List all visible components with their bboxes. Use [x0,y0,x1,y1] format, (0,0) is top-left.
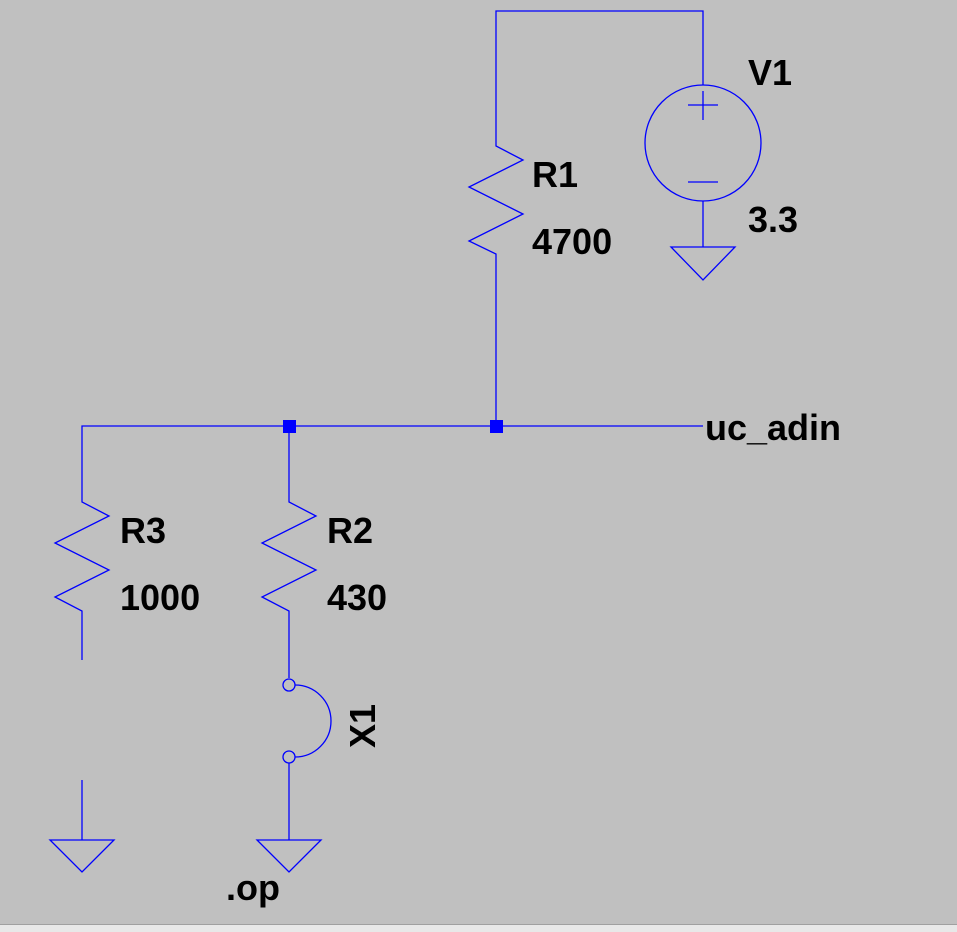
junction-dot-r1 [490,420,503,433]
r1-value-label: 4700 [532,221,612,262]
resistor-r1[interactable] [467,130,525,262]
r3-value-label: 1000 [120,577,200,618]
r3-name-label: R3 [120,510,166,551]
r1-name-label: R1 [532,154,578,195]
resistor-r3[interactable] [53,498,111,660]
voltage-source-v1[interactable] [644,84,762,247]
x1-name-label: X1 [342,704,383,748]
ground-symbol-r3 [48,780,116,873]
resistor-r2[interactable] [260,426,318,678]
window-bottom-edge [0,924,957,932]
r2-name-label: R2 [327,510,373,551]
directive-op-label[interactable]: .op [226,867,280,908]
jumper-x1[interactable] [282,678,332,840]
wire-main-bus[interactable] [81,425,703,498]
v1-name-label: V1 [748,52,792,93]
ground-symbol-v1 [669,246,737,281]
v1-value-label: 3.3 [748,199,798,240]
ground-symbol-x1 [255,839,323,873]
r2-value-label: 430 [327,577,387,618]
net-label-uc-adin[interactable]: uc_adin [705,407,841,448]
wire-r1-v1[interactable] [495,10,704,130]
